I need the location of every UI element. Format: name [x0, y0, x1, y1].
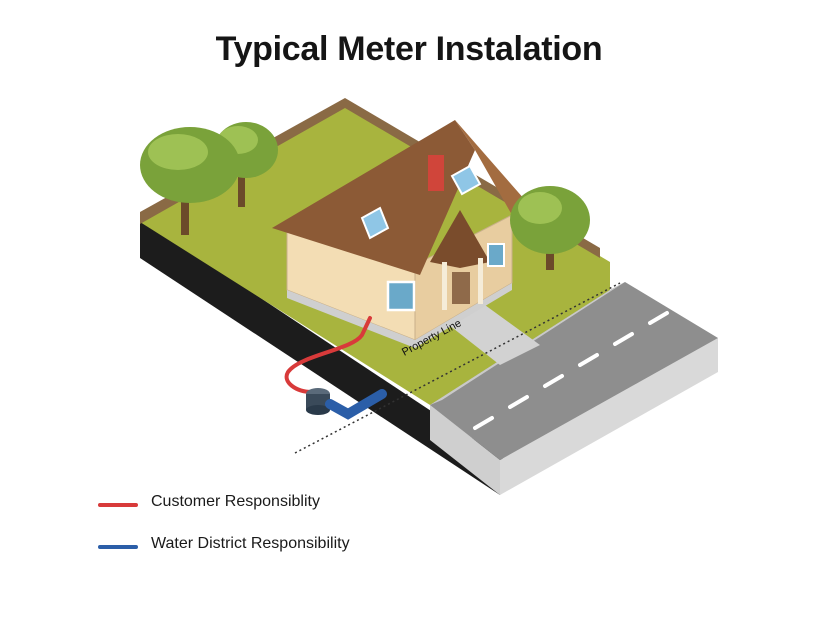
- customer-pipe: [284, 316, 372, 394]
- legend-customer-label: Customer Responsiblity: [151, 493, 320, 510]
- water-meter-box: [306, 388, 330, 415]
- legend-customer-swatch: [98, 503, 138, 507]
- porch-post-left: [442, 262, 447, 310]
- house-window-left: [386, 280, 416, 312]
- tree-left-front: [140, 127, 240, 235]
- road-block-face: [430, 405, 500, 495]
- house-door: [452, 272, 470, 304]
- roof-right: [455, 120, 525, 215]
- road-block-front-face: [500, 338, 718, 495]
- roof-left: [272, 120, 475, 275]
- house-foundation: [287, 283, 512, 348]
- legend-water-district-label: Water District Responsibility: [151, 535, 350, 552]
- skylight-left: [360, 206, 390, 240]
- water-district-pipe: [325, 389, 387, 420]
- road-center-dashes: [473, 311, 669, 430]
- chimney: [428, 155, 444, 191]
- diagram-title: Typical Meter Instalation: [215, 30, 603, 68]
- property-line: [294, 282, 621, 454]
- tree-right: [510, 186, 590, 270]
- legend-water-district-swatch: [98, 545, 138, 549]
- ground-block-left-face: [140, 218, 505, 495]
- skylight-right: [450, 164, 482, 196]
- road: [430, 282, 718, 460]
- porch-gable: [430, 210, 490, 268]
- porch-post-right: [478, 258, 483, 304]
- house-window-right: [487, 243, 505, 267]
